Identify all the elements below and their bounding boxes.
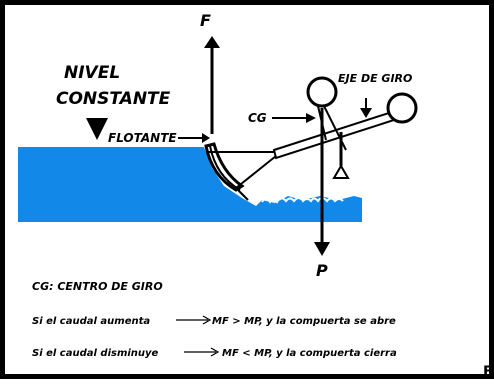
pivot-support-icon	[332, 164, 350, 179]
lower-strut	[235, 155, 277, 189]
increase-arrow-head	[202, 315, 212, 325]
float-pointer-head	[202, 133, 210, 143]
weight-label: P	[316, 261, 328, 280]
decrease-arrow-head	[210, 347, 220, 357]
level-title-line1: NIVEL	[64, 63, 120, 83]
force-arrow-head	[204, 36, 220, 48]
level-marker-icon	[86, 118, 108, 140]
cg-pointer-head	[306, 113, 316, 123]
pivot-label: EJE DE GIRO	[338, 72, 412, 85]
increase-text-start: Si el caudal aumenta	[32, 316, 150, 327]
counterweight-left	[306, 76, 338, 108]
counterweight-right	[386, 92, 418, 124]
float-label: FLOTANTE	[108, 131, 177, 145]
legend-cg: CG: CENTRO DE GIRO	[32, 280, 163, 293]
decrease-text-start: Si el caudal disminuye	[32, 348, 159, 359]
level-title-line2: CONSTANTE	[56, 89, 171, 109]
cg-label: CG	[248, 111, 267, 125]
gate-lip	[235, 187, 249, 201]
float-gate	[204, 142, 245, 192]
pivot-pointer-head	[360, 108, 372, 118]
decrease-text-end: MF < MP, y la compuerta cierra	[222, 348, 397, 359]
weight-arrow-head	[314, 242, 330, 256]
force-label: F	[200, 11, 211, 30]
corner-fragment: E	[483, 364, 493, 380]
increase-text-end: MF > MP, y la compuerta se abre	[212, 316, 396, 327]
water-froth	[261, 197, 344, 204]
water-body	[18, 147, 362, 222]
